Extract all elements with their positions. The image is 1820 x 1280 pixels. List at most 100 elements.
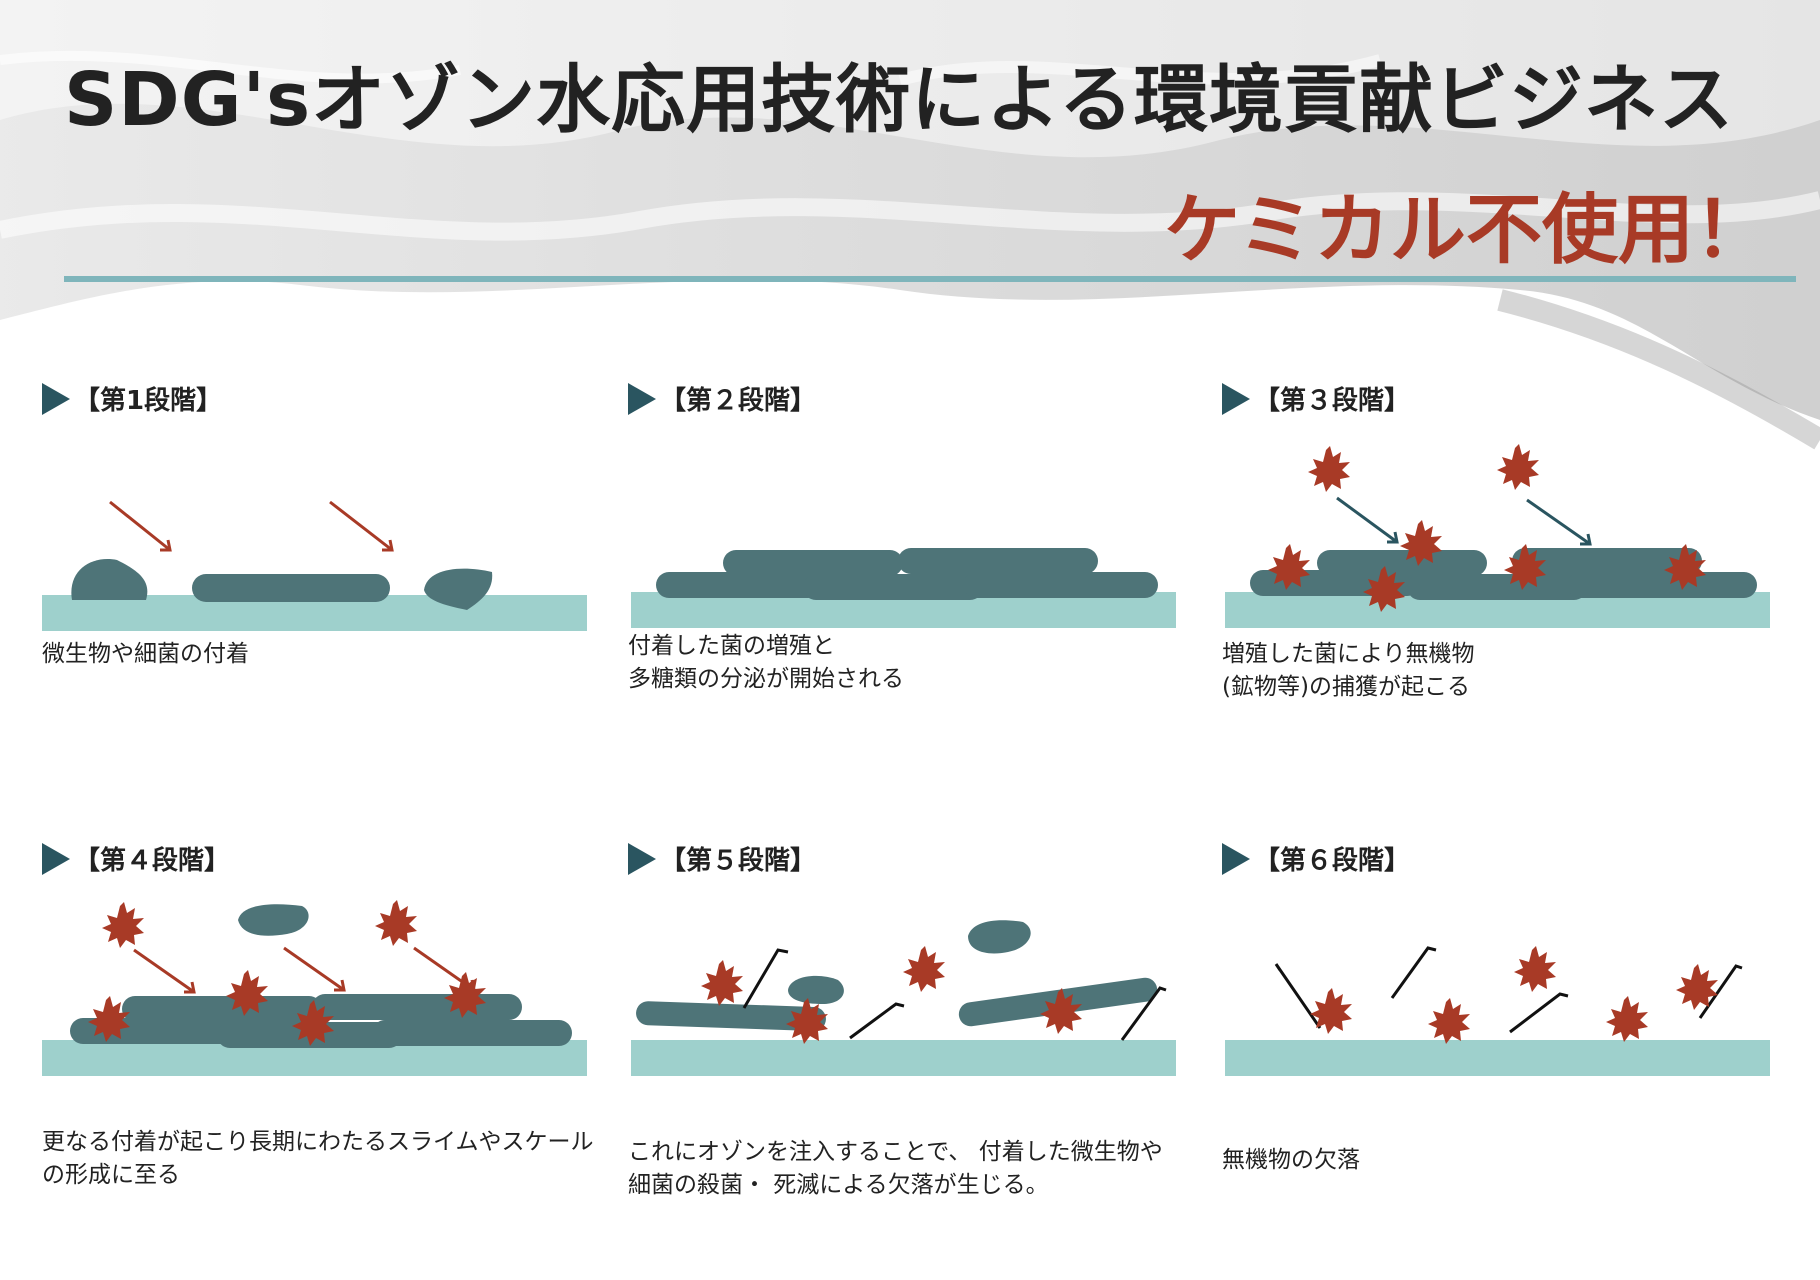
- spiky-mineral-icon: [1268, 544, 1310, 590]
- stage-3-label: 【第３段階】: [1254, 386, 1411, 416]
- spiky-mineral-icon: [1606, 996, 1648, 1042]
- stage-6-header: 【第６段階】: [1222, 840, 1410, 877]
- capture-arrow-icon: [1526, 498, 1592, 546]
- attach-arrow-icon: [283, 946, 346, 992]
- stage-5: 【第５段階】 これにオゾンを注入することで、 付着した微生物や 細菌の殺菌・ 死…: [628, 840, 1188, 1260]
- bacteria-blob: [788, 975, 844, 1004]
- spiky-mineral-icon: [444, 972, 486, 1018]
- bacteria-blob: [238, 904, 309, 936]
- spiky-mineral-icon: [1664, 544, 1706, 590]
- stage-5-illustration: [631, 920, 1176, 1076]
- biofilm-layer: [312, 994, 522, 1020]
- biofilm-layer: [898, 548, 1098, 574]
- spiky-mineral-icon: [1400, 520, 1442, 566]
- stage-4-label: 【第４段階】: [74, 846, 231, 876]
- substrate-surface: [631, 1040, 1176, 1076]
- stage-5-desc-line: 細菌の殺菌・ 死滅による欠落が生じる。: [628, 1172, 1049, 1198]
- stage-4-description: 更なる付着が起こり長期にわたるスライムやスケール の形成に至る: [42, 1126, 594, 1192]
- spiky-mineral-icon: [1514, 946, 1556, 992]
- biofilm-layer: [723, 550, 903, 576]
- stage-3-desc-line: (鉱物等)の捕獲が起こる: [1222, 674, 1470, 700]
- stage-5-header: 【第５段階】: [628, 840, 816, 877]
- stage-4-header: 【第４段階】: [42, 840, 230, 877]
- spiky-mineral-icon: [1504, 544, 1546, 590]
- stage-4: 【第４段階】 更なる付着が起こり長期にわたるスライムやスケール の形成に至る: [42, 840, 602, 1260]
- stage-1: 【第1段階】 微生物や細菌の付着: [42, 380, 602, 800]
- stage-1-label: 【第1段階】: [74, 386, 223, 416]
- ozone-line-icon: [849, 1002, 905, 1040]
- stage-2-desc-line: 付着した菌の増殖と: [628, 633, 835, 659]
- ozone-line-icon: [1698, 964, 1743, 1019]
- triangle-right-icon: [628, 382, 656, 415]
- stage-1-desc-line: 微生物や細菌の付着: [42, 641, 249, 667]
- stage-2-illustration: [631, 548, 1176, 628]
- spiky-mineral-icon: [1308, 446, 1350, 492]
- stage-5-description: これにオゾンを注入することで、 付着した微生物や 細菌の殺菌・ 死滅による欠落が…: [628, 1136, 1163, 1202]
- ozone-line-icon: [1274, 963, 1322, 1029]
- stage-3-illustration: [1225, 444, 1770, 628]
- stage-3-header: 【第３段階】: [1222, 380, 1410, 417]
- stage-2-description: 付着した菌の増殖と 多糖類の分泌が開始される: [628, 630, 904, 696]
- capture-arrow-icon: [1336, 496, 1399, 544]
- stage-6-label: 【第６段階】: [1254, 846, 1411, 876]
- stage-4-illustration: [42, 900, 587, 1076]
- stage-5-desc-line: これにオゾンを注入することで、 付着した微生物や: [628, 1139, 1163, 1165]
- stage-6-desc-line: 無機物の欠落: [1222, 1147, 1360, 1173]
- stage-3-desc-line: 増殖した菌により無機物: [1222, 641, 1475, 667]
- chemical-free-subtitle: ケミカル不使用！: [1164, 185, 1770, 274]
- ozone-line-icon: [742, 948, 789, 1009]
- bacteria-film: [192, 574, 390, 602]
- triangle-right-icon: [1222, 382, 1250, 415]
- biofilm-layer: [963, 572, 1158, 598]
- spiky-mineral-icon: [903, 946, 945, 992]
- bacteria-blob: [968, 920, 1031, 954]
- biofilm-fragment: [636, 1001, 826, 1032]
- stage-2: 【第２段階】 付着した菌の増殖と 多糖類の分泌が開始される: [628, 380, 1188, 800]
- spiky-mineral-icon: [102, 902, 144, 948]
- stage-4-desc-line: 更なる付着が起こり長期にわたるスライムやスケール: [42, 1129, 594, 1155]
- biofilm-layer: [372, 1020, 572, 1046]
- spiky-mineral-icon: [1040, 988, 1082, 1034]
- attach-arrow-icon: [109, 500, 172, 552]
- spiky-mineral-icon: [701, 960, 743, 1006]
- bacteria-blob: [71, 559, 148, 600]
- spiky-mineral-icon: [88, 996, 130, 1042]
- substrate-surface: [1225, 1040, 1770, 1076]
- stage-5-label: 【第５段階】: [660, 846, 817, 876]
- spiky-mineral-icon: [226, 970, 268, 1016]
- spiky-mineral-icon: [1310, 988, 1352, 1034]
- ozone-line-icon: [1120, 986, 1167, 1041]
- biofilm-layer: [656, 572, 821, 598]
- triangle-right-icon: [42, 382, 70, 415]
- stage-6-description: 無機物の欠落: [1222, 1144, 1360, 1177]
- spiky-mineral-icon: [292, 1000, 334, 1046]
- stage-2-label: 【第２段階】: [660, 386, 817, 416]
- biofilm-layer: [1567, 572, 1757, 598]
- biofilm-layer: [1317, 550, 1487, 576]
- spiky-mineral-icon: [786, 998, 828, 1044]
- biofilm-layer: [122, 996, 322, 1022]
- stage-1-description: 微生物や細菌の付着: [42, 638, 249, 671]
- spiky-mineral-icon: [1676, 964, 1718, 1010]
- stage-3-description: 増殖した菌により無機物 (鉱物等)の捕獲が起こる: [1222, 638, 1475, 704]
- stage-4-desc-line: の形成に至る: [42, 1162, 180, 1188]
- biofilm-layer: [1407, 574, 1587, 600]
- spiky-mineral-icon: [1497, 444, 1539, 490]
- attach-arrow-icon: [329, 500, 394, 552]
- biofilm-layer: [1512, 548, 1702, 574]
- ozone-line-icon: [1509, 992, 1569, 1034]
- spiky-mineral-icon: [1428, 998, 1470, 1044]
- stage-1-header: 【第1段階】: [42, 380, 222, 417]
- stage-2-header: 【第２段階】: [628, 380, 816, 417]
- page-title: SDG'sオゾン水応用技術による環境貢献ビジネス: [64, 57, 1734, 143]
- triangle-right-icon: [1222, 842, 1250, 875]
- stage-3: 【第３段階】 増殖した菌により無機物 (鉱物等)の捕獲が起こる: [1222, 380, 1782, 800]
- ozone-line-icon: [1390, 946, 1437, 999]
- bacteria-blob: [424, 568, 493, 610]
- triangle-right-icon: [42, 842, 70, 875]
- triangle-right-icon: [628, 842, 656, 875]
- header-divider: [64, 276, 1796, 282]
- attach-arrow-icon: [133, 948, 196, 994]
- stage-1-illustration: [42, 500, 587, 631]
